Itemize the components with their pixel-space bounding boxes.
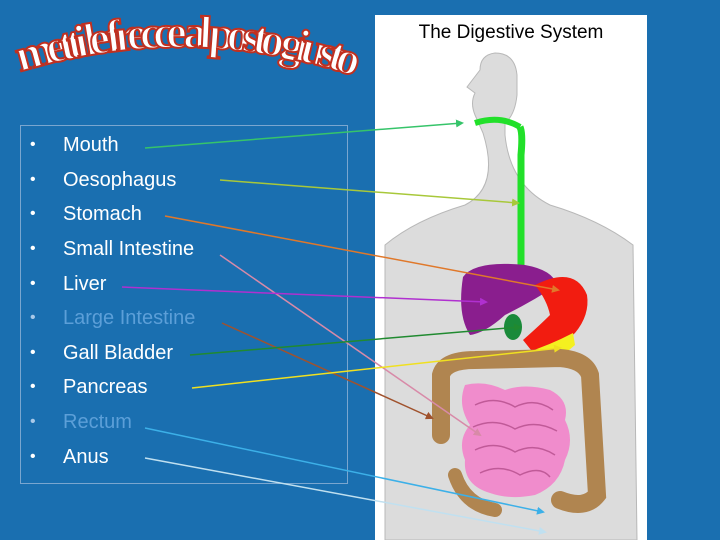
organ-label: Stomach — [63, 203, 142, 226]
list-item-mouth[interactable]: • Mouth — [30, 128, 195, 163]
list-item-large-intestine[interactable]: • Large Intestine — [30, 301, 195, 336]
organ-label: Gall Bladder — [63, 341, 174, 364]
organ-label: Pancreas — [63, 376, 148, 399]
organ-label: Anus — [63, 445, 109, 468]
list-item-liver[interactable]: • Liver — [30, 266, 195, 301]
bullet-icon: • — [30, 205, 36, 223]
organ-label: Small Intestine — [63, 238, 195, 261]
organ-label: Liver — [63, 272, 107, 295]
organ-list: • Mouth • Oesophagus • Stomach • Small Intes… — [30, 128, 195, 474]
bullet-icon: • — [30, 447, 36, 465]
bullet-icon: • — [30, 343, 36, 361]
heading: metti le frecce al posto giusto — [9, 6, 366, 85]
list-item-stomach[interactable]: • Stomach — [30, 197, 195, 232]
organ-label: Oesophagus — [63, 168, 177, 191]
heading-text: metti le frecce al posto giusto — [8, 5, 368, 86]
bullet-icon: • — [30, 136, 36, 154]
gall-bladder-shape — [504, 314, 522, 340]
anatomy-illustration — [384, 52, 638, 540]
list-item-pancreas[interactable]: • Pancreas — [30, 370, 195, 405]
digestive-diagram: The Digestive System — [375, 15, 647, 540]
mouth-shape — [474, 116, 522, 130]
bullet-icon: • — [30, 378, 36, 396]
esophagus-shape — [516, 125, 526, 270]
list-item-gall-bladder[interactable]: • Gall Bladder — [30, 336, 195, 371]
bullet-icon: • — [30, 170, 36, 188]
diagram-title: The Digestive System — [418, 22, 604, 43]
bullet-icon: • — [30, 309, 36, 327]
small-intestine-shape — [461, 383, 570, 498]
bullet-icon: • — [30, 274, 36, 292]
bullet-icon: • — [30, 413, 36, 431]
list-item-small-intestine[interactable]: • Small Intestine — [30, 232, 195, 267]
bullet-icon: • — [30, 240, 36, 258]
organ-label: Large Intestine — [63, 307, 196, 330]
list-item-oesophagus[interactable]: • Oesophagus — [30, 163, 195, 198]
list-item-anus[interactable]: • Anus — [30, 439, 195, 474]
organ-label: Rectum — [63, 411, 132, 434]
organ-label: Mouth — [63, 134, 119, 157]
list-item-rectum[interactable]: • Rectum — [30, 405, 195, 440]
